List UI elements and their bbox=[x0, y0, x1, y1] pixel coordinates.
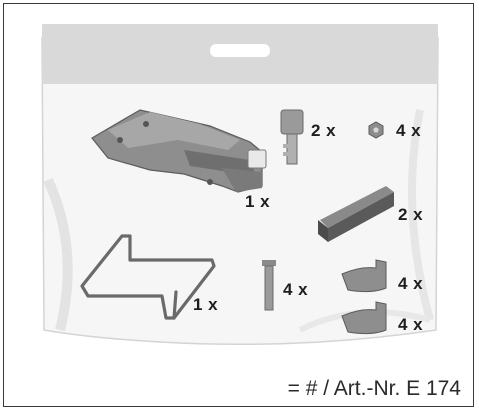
key-icon bbox=[280, 109, 304, 165]
bag-hang-hole bbox=[210, 44, 270, 57]
clip-b-quantity: 4 x bbox=[398, 315, 424, 334]
article-number-caption: = # / Art.-Nr. E 174 bbox=[287, 377, 461, 400]
keys-quantity: 2 x bbox=[311, 121, 337, 140]
screw-icon bbox=[262, 260, 276, 311]
wire-bracket-icon bbox=[80, 234, 216, 320]
clip-a-quantity: 4 x bbox=[398, 274, 424, 293]
nut-icon bbox=[368, 121, 384, 139]
bar-quantity: 2 x bbox=[398, 205, 424, 224]
spacer-bar-icon bbox=[318, 186, 394, 242]
screws-quantity: 4 x bbox=[283, 280, 309, 299]
clip-icon bbox=[341, 259, 387, 335]
mount-plate-quantity: 1 x bbox=[245, 192, 271, 211]
nuts-quantity: 4 x bbox=[396, 121, 422, 140]
mounting-plate-icon bbox=[91, 109, 267, 193]
wire-bracket-quantity: 1 x bbox=[193, 295, 219, 314]
